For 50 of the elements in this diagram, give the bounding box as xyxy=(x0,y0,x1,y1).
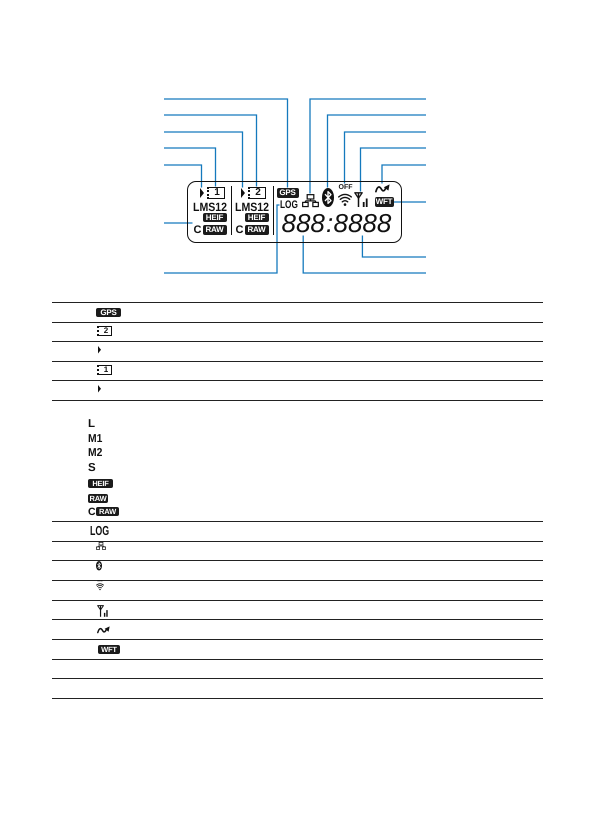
triangle-icon xyxy=(200,188,204,198)
raw-indicator: RAW xyxy=(244,224,268,234)
log-text: LOG xyxy=(280,200,298,210)
wft-indicator: WFT xyxy=(374,196,394,206)
leader-line xyxy=(164,131,244,188)
leader-line xyxy=(164,114,258,186)
card-indicator: 1 xyxy=(206,186,224,198)
image-quality-indicator xyxy=(234,200,270,234)
network-icon xyxy=(302,194,318,207)
leader-line xyxy=(164,204,280,274)
leader-line xyxy=(394,201,426,203)
card-indicator: 2 xyxy=(97,326,112,336)
leader-line xyxy=(164,147,216,186)
heif-indicator: HEIF xyxy=(244,212,268,222)
leader-line xyxy=(344,131,426,184)
colon: : xyxy=(326,210,334,236)
leader-line xyxy=(164,98,288,188)
format-letter: C xyxy=(194,224,202,236)
image-size-text: M1 xyxy=(88,434,102,446)
image-size-text: L xyxy=(88,419,96,430)
wave-arrow-icon xyxy=(374,184,390,192)
raw-indicator: RAW xyxy=(202,224,226,234)
gps-indicator: GPS xyxy=(276,188,298,198)
leader-line xyxy=(302,236,426,274)
leader-line xyxy=(164,164,202,188)
image-size-text: S xyxy=(88,463,96,474)
log-text: LOG xyxy=(90,524,110,537)
image-size-text: M2 xyxy=(88,448,102,460)
bluetooth-icon xyxy=(322,188,334,206)
lcd-panel xyxy=(187,181,402,243)
wifi-indicator xyxy=(338,184,352,206)
image-size-text: LMS12 xyxy=(192,200,227,212)
image-quality-indicator xyxy=(192,200,228,234)
leader-line xyxy=(362,236,426,258)
format-letter: C xyxy=(88,507,96,518)
segment-digits: 8888 xyxy=(334,210,392,236)
antenna-signal-icon xyxy=(354,192,368,206)
leader-line xyxy=(360,147,426,192)
leader-line xyxy=(326,114,426,188)
gps-indicator: GPS xyxy=(96,308,121,317)
card-indicator: 2 xyxy=(248,186,266,198)
card-indicator: 1 xyxy=(97,365,112,375)
heif-indicator: HEIF xyxy=(202,212,226,222)
leader-line xyxy=(164,222,192,224)
leader-line xyxy=(309,98,426,194)
leader-line xyxy=(381,164,426,184)
image-size-text: LMS12 xyxy=(234,200,269,212)
triangle-icon xyxy=(240,188,244,198)
segment-digits: 888 xyxy=(282,210,325,236)
format-letter: C xyxy=(236,224,244,236)
